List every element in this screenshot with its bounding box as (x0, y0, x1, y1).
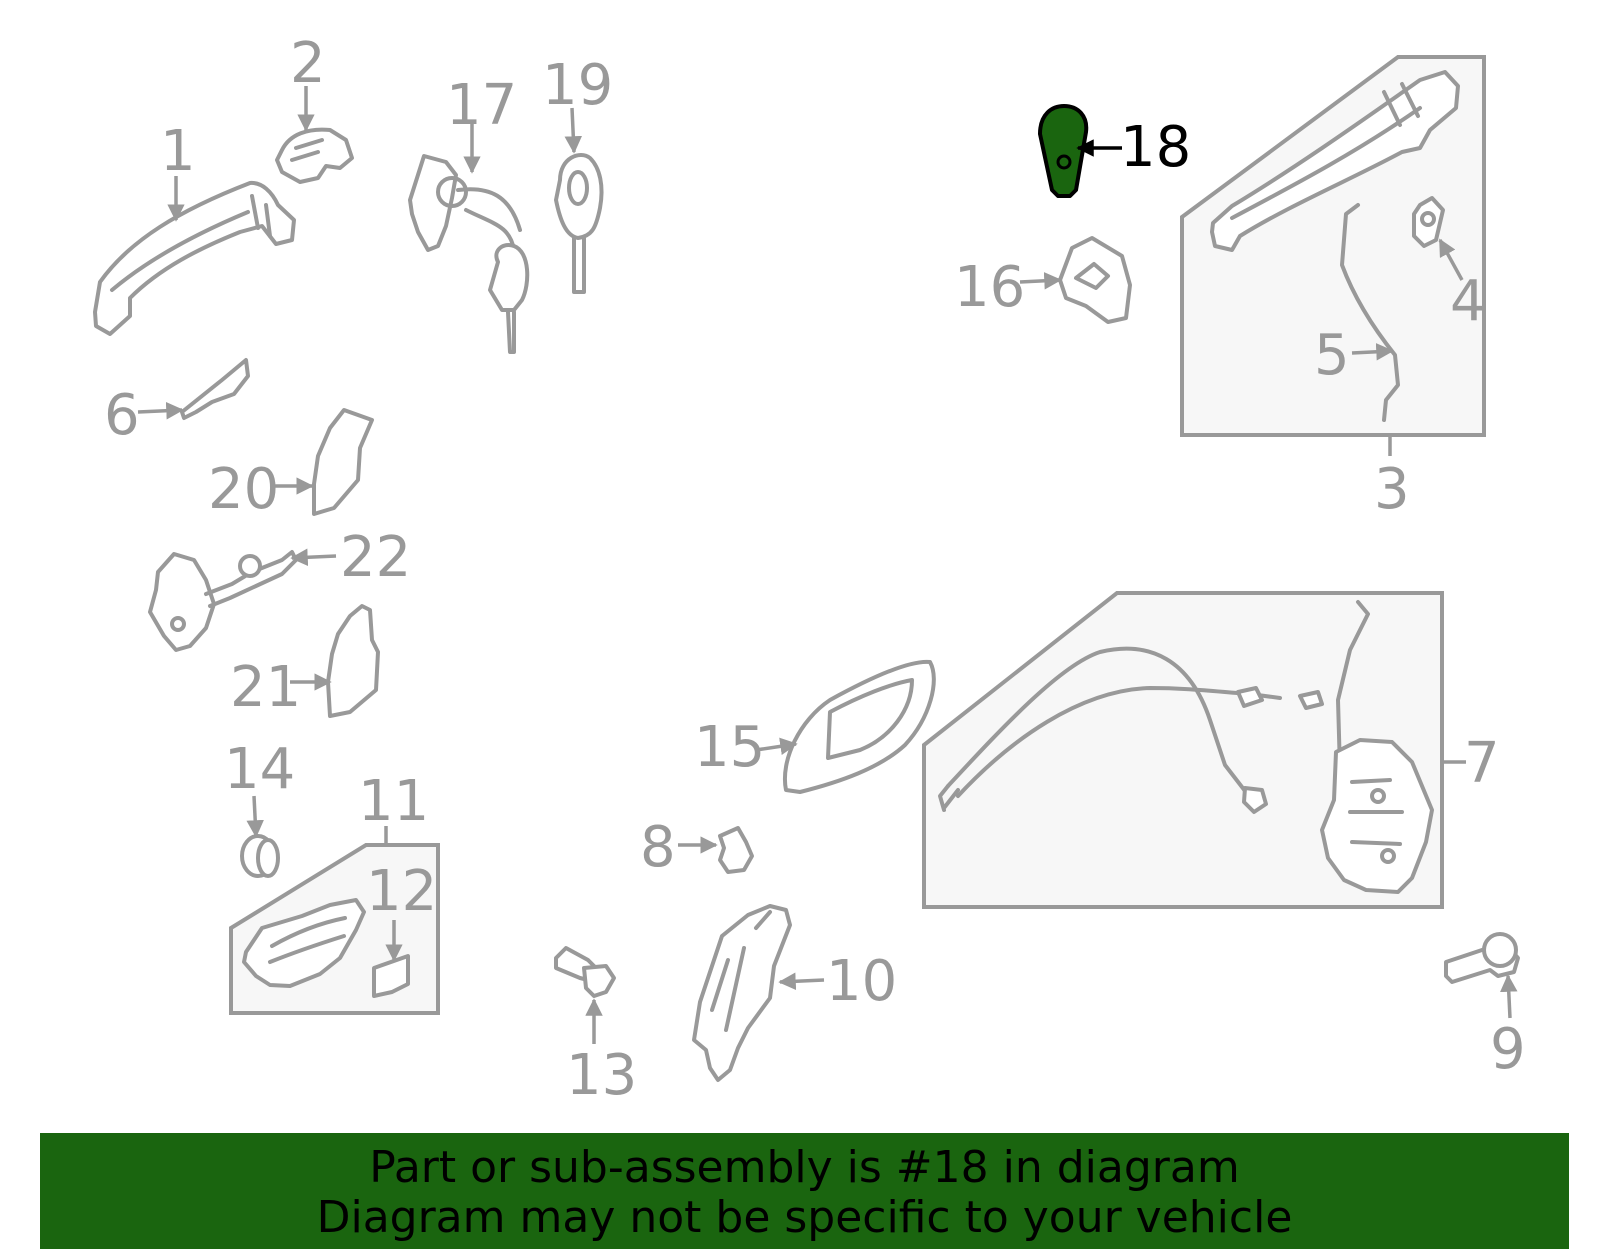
part-17-lock-cylinder[interactable] (408, 154, 530, 354)
leader-16 (1019, 272, 1062, 290)
part-14-grommet[interactable] (240, 834, 280, 878)
part-16-striker[interactable] (1058, 236, 1132, 324)
part-20-seal[interactable] (312, 408, 374, 516)
part-21-seal[interactable] (326, 604, 380, 718)
part-11-inner-handle[interactable] (242, 898, 366, 988)
leader-5 (1351, 343, 1394, 361)
part-3-handle-assembly[interactable] (1210, 70, 1460, 252)
leader-14 (246, 795, 264, 838)
part-1-outer-handle[interactable] (93, 180, 296, 336)
part-4-bracket[interactable] (1412, 196, 1445, 248)
banner-line-1: Part or sub-assembly is #18 in diagram (369, 1142, 1240, 1193)
part-15-bezel[interactable] (782, 659, 936, 794)
callout-6[interactable]: 6 (104, 383, 140, 448)
callout-8[interactable]: 8 (640, 815, 676, 880)
leader-19 (564, 107, 583, 154)
banner-line-2: Diagram may not be specific to your vehi… (316, 1192, 1293, 1243)
callout-2[interactable]: 2 (290, 31, 326, 96)
callout-17[interactable]: 17 (446, 73, 517, 138)
callout-21[interactable]: 21 (230, 655, 301, 720)
callout-7[interactable]: 7 (1464, 731, 1500, 796)
callout-9[interactable]: 9 (1490, 1017, 1526, 1082)
leader-4 (1438, 238, 1464, 281)
callout-14[interactable]: 14 (224, 737, 295, 802)
callout-12[interactable]: 12 (366, 859, 437, 924)
part-18-highlighted[interactable] (1038, 104, 1089, 198)
assembly-box-7 (922, 591, 1444, 909)
leader-6 (137, 401, 184, 420)
part-13-screw[interactable] (554, 946, 616, 998)
part-9-bolt[interactable] (1444, 932, 1520, 984)
callout-15[interactable]: 15 (694, 715, 765, 780)
callout-11[interactable]: 11 (358, 769, 429, 834)
callout-5[interactable]: 5 (1314, 323, 1350, 388)
part-19-key[interactable] (554, 152, 604, 294)
part-7-latch-assembly[interactable] (938, 600, 1434, 894)
leader-9 (1500, 974, 1518, 1019)
part-6-trim[interactable] (180, 358, 250, 420)
callout-16[interactable]: 16 (954, 255, 1025, 320)
callout-3[interactable]: 3 (1374, 457, 1410, 522)
part-8-clip[interactable] (718, 826, 754, 874)
notice-banner: Part or sub-assembly is #18 in diagram D… (40, 1133, 1569, 1249)
callout-22[interactable]: 22 (340, 525, 411, 590)
callout-10[interactable]: 10 (826, 949, 897, 1014)
leader-15 (755, 737, 798, 755)
leader-10 (778, 972, 825, 991)
callout-18[interactable]: 18 (1120, 115, 1191, 180)
leader-22 (290, 548, 337, 567)
callout-1[interactable]: 1 (160, 119, 196, 184)
part-5-rod[interactable] (1340, 203, 1400, 422)
callout-20[interactable]: 20 (208, 457, 279, 522)
callout-13[interactable]: 13 (566, 1043, 637, 1108)
part-10-actuator[interactable] (692, 904, 792, 1082)
part-22-door-check[interactable] (148, 550, 298, 652)
part-2-handle-cap[interactable] (275, 127, 354, 184)
callout-4[interactable]: 4 (1450, 269, 1486, 334)
callout-19[interactable]: 19 (542, 53, 613, 118)
